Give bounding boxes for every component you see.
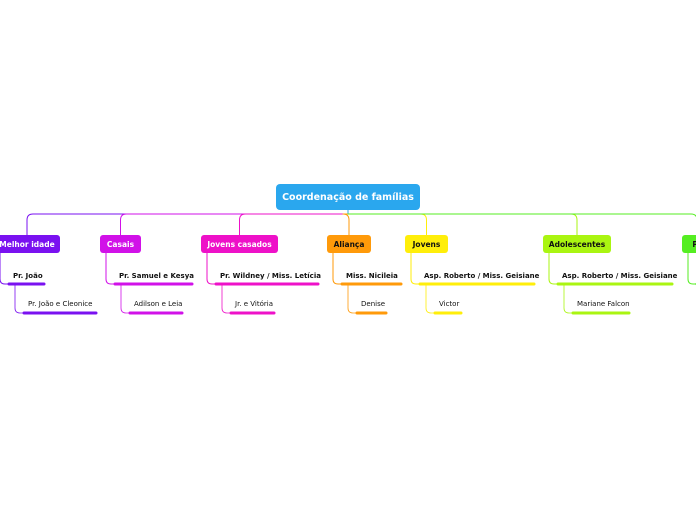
member-topic[interactable]: Denise — [361, 300, 386, 308]
leader-connector-line — [687, 253, 696, 285]
leader-connector-line — [206, 253, 216, 285]
branch-drop-line — [570, 213, 578, 235]
root-topic[interactable]: Coordenação de famílias — [276, 184, 420, 210]
member-topic[interactable]: Jr. e Vitória — [235, 300, 274, 308]
leader-connector-line — [332, 253, 342, 285]
branch-topic[interactable]: Casais — [100, 235, 141, 253]
member-connector-line — [563, 284, 573, 314]
branch-drop-line — [120, 213, 127, 235]
branch-topic[interactable]: Aliança — [327, 235, 371, 253]
member-topic[interactable]: Adilson e Leia — [134, 300, 183, 308]
branch-topic[interactable]: Melhor idade — [0, 235, 60, 253]
member-connector-line — [14, 284, 24, 314]
branch-topic[interactable]: Jovens casados — [201, 235, 278, 253]
member-connector-line — [347, 284, 357, 314]
member-topic[interactable]: Pr. João e Cleonice — [28, 300, 93, 308]
member-topic[interactable]: Mariane Falcon — [577, 300, 630, 308]
branch-drop-line — [690, 213, 696, 218]
branch-drop-line — [239, 213, 246, 235]
leader-topic[interactable]: Pr. Samuel e Kesya — [119, 272, 194, 280]
branch-drop-line — [26, 213, 34, 235]
branch-topic[interactable]: Jovens — [405, 235, 448, 253]
leader-topic[interactable]: Pr. João — [13, 272, 43, 280]
leader-connector-line — [410, 253, 420, 285]
leader-connector-line — [105, 253, 115, 285]
leader-connector-line — [548, 253, 558, 285]
member-connector-line — [221, 284, 231, 314]
member-connector-line — [120, 284, 130, 314]
leader-topic[interactable]: Asp. Roberto / Miss. Geisiane — [424, 272, 540, 280]
branch-topic[interactable]: Pr — [682, 235, 696, 253]
leader-topic[interactable]: Miss. Nicileia — [346, 272, 398, 280]
branch-topic[interactable]: Adolescentes — [543, 235, 611, 253]
member-topic[interactable]: Victor — [439, 300, 460, 308]
leader-topic[interactable]: Pr. Wildney / Miss. Letícia — [220, 272, 321, 280]
member-connector-line — [425, 284, 435, 314]
branch-drop-line — [342, 213, 350, 235]
leader-connector-line — [0, 253, 9, 285]
branch-drop-line — [420, 213, 427, 235]
leader-topic[interactable]: Asp. Roberto / Miss. Geisiane — [562, 272, 678, 280]
